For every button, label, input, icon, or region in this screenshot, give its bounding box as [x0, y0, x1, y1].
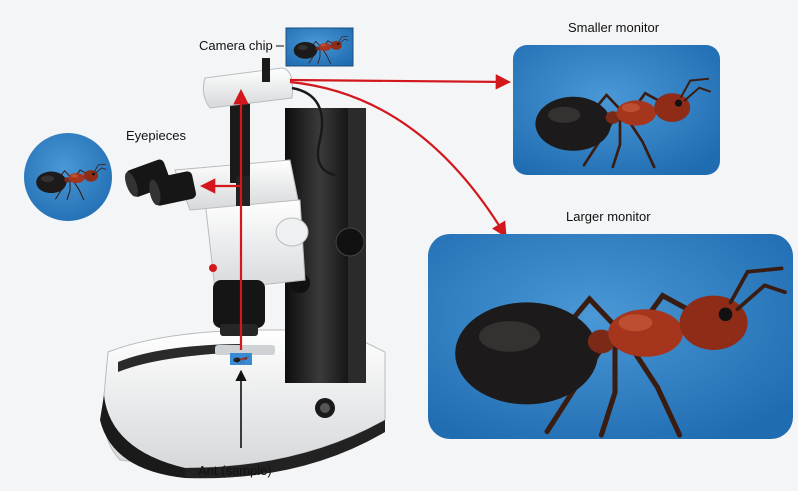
- larger-monitor: [428, 234, 793, 439]
- arrow-icon: [290, 80, 508, 82]
- smaller-monitor-label: Smaller monitor: [568, 20, 659, 35]
- microscope-icon: [100, 58, 385, 478]
- sample-label: Ant (sample): [198, 463, 272, 478]
- eyepieces-label: Eyepieces: [126, 128, 186, 143]
- eyepiece-view: [24, 133, 112, 221]
- smaller-monitor: [513, 45, 720, 175]
- camera-chip-label: Camera chip: [199, 38, 273, 53]
- sample-slide: [230, 353, 252, 365]
- larger-monitor-label: Larger monitor: [566, 209, 651, 224]
- camera-chip-image: [286, 28, 353, 66]
